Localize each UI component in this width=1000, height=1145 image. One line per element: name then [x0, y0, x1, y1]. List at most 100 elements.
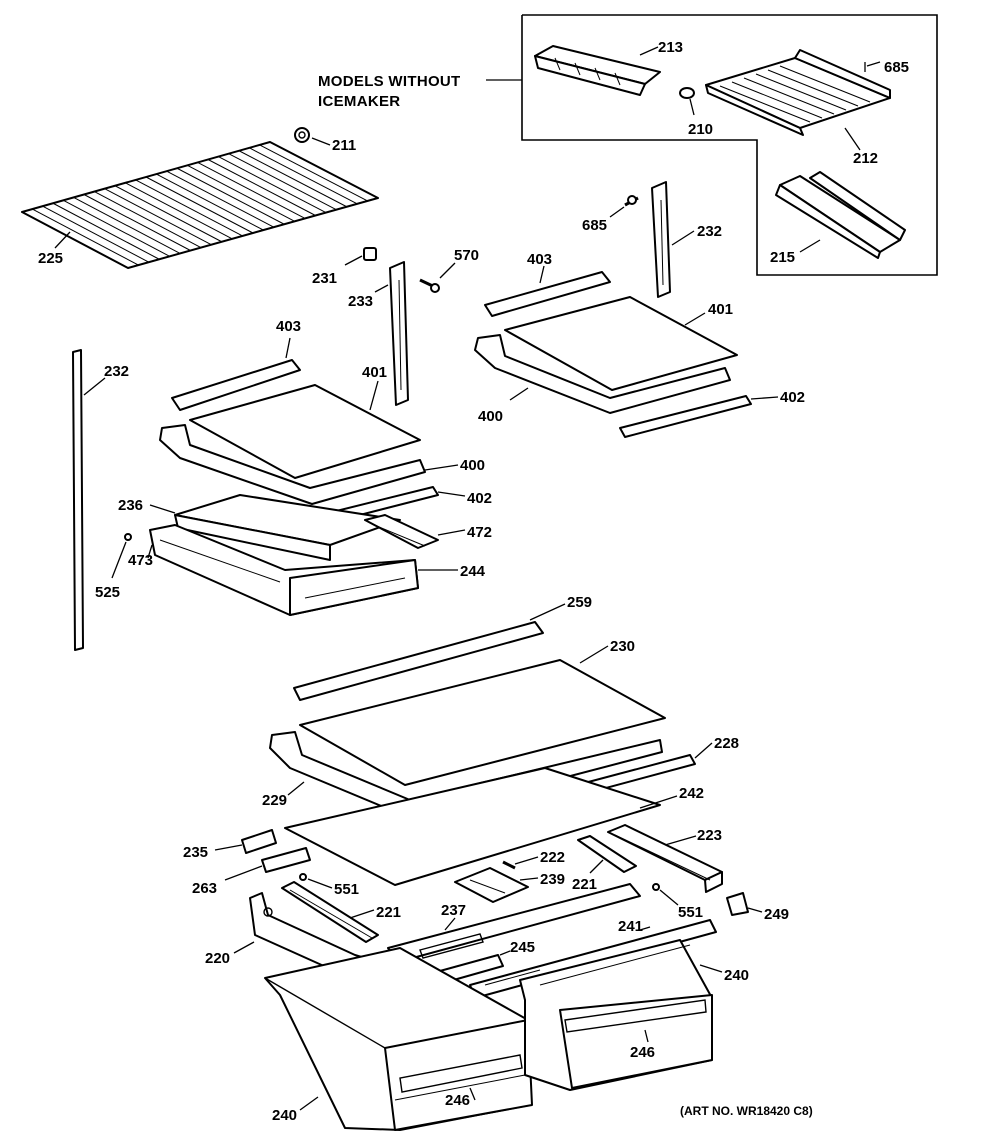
callout-240-left: 240	[272, 1107, 297, 1124]
part-221-rail-left	[281, 881, 379, 943]
wire-rod	[83, 194, 191, 251]
part-244-drawer	[149, 524, 419, 616]
wire-rod	[259, 144, 368, 202]
callout-215: 215	[770, 249, 795, 266]
part-400-frame-right	[474, 334, 731, 414]
insert-box-outline	[521, 14, 938, 276]
part-401-glass-left	[189, 384, 421, 479]
part-570-screw	[419, 278, 440, 293]
callout-685-main: 685	[582, 217, 607, 234]
callout-239: 239	[540, 871, 565, 888]
callout-233: 233	[348, 293, 373, 310]
part-232-ladder-right	[651, 181, 671, 298]
part-259-trim	[293, 621, 544, 701]
callout-400-left: 400	[460, 457, 485, 474]
part-400-frame-left	[159, 424, 426, 505]
part-211-cap	[294, 127, 310, 143]
callout-220: 220	[205, 950, 230, 967]
callout-472: 472	[467, 524, 492, 541]
part-221-rail-right	[577, 835, 637, 873]
insert-caption-line1: MODELS WITHOUT	[318, 73, 461, 90]
part-239-hinge	[454, 867, 529, 903]
callout-401-right: 401	[708, 301, 733, 318]
callout-212: 212	[853, 150, 878, 167]
part-472-rail	[364, 514, 439, 549]
callout-242: 242	[679, 785, 704, 802]
callout-213: 213	[658, 39, 683, 56]
callout-401-left: 401	[362, 364, 387, 381]
callout-231: 231	[312, 270, 337, 287]
part-210-clip	[679, 87, 695, 99]
part-212-ice-rack	[705, 49, 891, 136]
part-222-screw	[502, 860, 516, 870]
part-402-trim-right	[619, 395, 752, 438]
callout-685-insert: 685	[884, 59, 909, 76]
part-473-screw	[124, 533, 132, 541]
callout-232-left: 232	[104, 363, 129, 380]
wire-rod	[125, 182, 233, 240]
callout-473: 473	[128, 552, 153, 569]
callout-263: 263	[192, 880, 217, 897]
part-401-glass-right	[504, 296, 738, 391]
part-215-bin	[775, 171, 906, 259]
part-213-ice-tray	[534, 45, 661, 96]
wire-rod	[135, 179, 243, 237]
art-number: (ART NO. WR18420 C8)	[680, 1104, 813, 1118]
part-263-bracket	[261, 847, 311, 873]
callout-525: 525	[95, 584, 120, 601]
callout-237: 237	[441, 902, 466, 919]
callout-235: 235	[183, 844, 208, 861]
wire-rod	[207, 159, 316, 216]
wire-rod	[238, 150, 347, 208]
part-230-glass	[299, 659, 666, 786]
wire-rod	[197, 161, 306, 219]
wire-rod	[249, 147, 358, 205]
callout-225: 225	[38, 250, 63, 267]
callout-402-left: 402	[467, 490, 492, 507]
part-249-clip	[726, 892, 749, 916]
callout-236: 236	[118, 497, 143, 514]
part-235-bracket	[241, 829, 277, 854]
callout-228: 228	[714, 735, 739, 752]
callout-551-right: 551	[678, 904, 703, 921]
callout-244: 244	[460, 563, 486, 580]
callout-246-left: 246	[445, 1092, 470, 1109]
callout-230: 230	[610, 638, 635, 655]
part-231-clip	[363, 247, 377, 261]
callout-232-right: 232	[697, 223, 722, 240]
part-223-slide-rail	[607, 824, 723, 893]
wire-rod	[63, 199, 170, 257]
wire-rod	[176, 167, 285, 225]
wire-rod	[73, 196, 181, 254]
wire-rod	[114, 185, 222, 243]
part-236-pan-cover	[174, 494, 401, 561]
wire-rod	[42, 205, 150, 263]
wire-rod	[228, 153, 337, 211]
callout-259: 259	[567, 594, 592, 611]
callout-402-right: 402	[780, 389, 805, 406]
part-551-screw-right	[652, 883, 660, 891]
callout-400-right: 400	[478, 408, 503, 425]
wire-rod	[32, 208, 139, 266]
wire-rod	[187, 164, 295, 222]
part-403-trim-left	[171, 359, 301, 411]
wire-rod	[156, 173, 264, 231]
part-685-screw	[624, 195, 639, 207]
part-232-ladder-left	[72, 349, 84, 651]
part-551-screw-left	[299, 873, 307, 881]
part-403-trim-right	[484, 271, 611, 317]
callout-249: 249	[764, 906, 789, 923]
callout-211: 211	[332, 137, 356, 154]
wire-rod	[94, 191, 202, 249]
part-229-frame	[269, 731, 663, 819]
callout-222: 222	[540, 849, 565, 866]
wire-rod	[104, 188, 212, 246]
callout-403-right: 403	[527, 251, 552, 268]
callout-240-right: 240	[724, 967, 749, 984]
callout-570: 570	[454, 247, 479, 264]
part-240-drawer-right	[519, 939, 713, 1091]
part-240-drawer-left	[264, 947, 533, 1131]
wire-rod	[218, 156, 327, 214]
callout-210: 210	[688, 121, 713, 138]
